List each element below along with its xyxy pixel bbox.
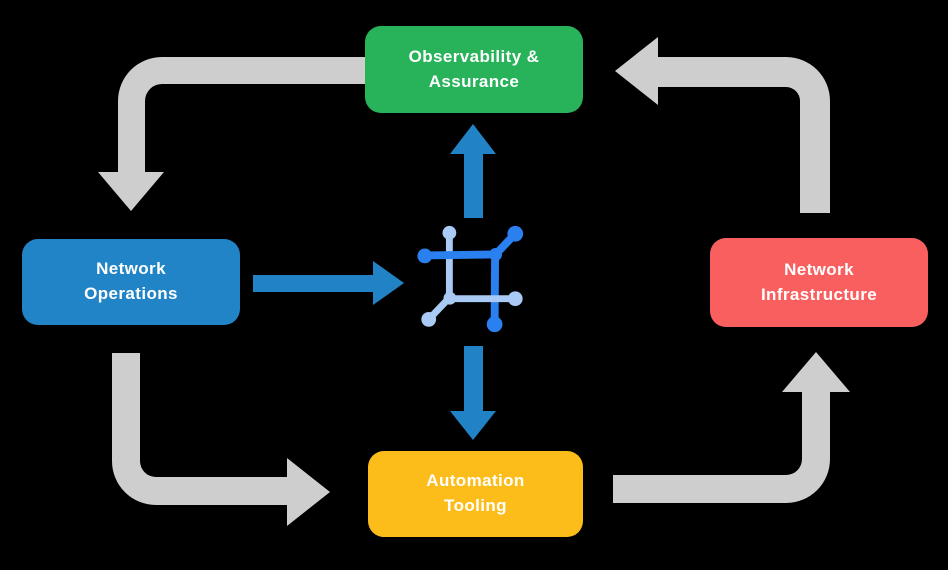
node-label-line: Tooling — [444, 496, 507, 515]
node-label-line: Infrastructure — [760, 284, 878, 304]
arrowhead-right-blue-icon — [373, 261, 404, 305]
node-label-line: Operations — [84, 284, 178, 303]
arrowhead-right-icon — [287, 458, 330, 526]
arrowhead-up-blue-icon — [450, 124, 496, 154]
arrowhead-up-icon — [782, 352, 850, 392]
arrow-operations-to-center — [253, 275, 373, 292]
node-automation-tooling: Automation Tooling — [368, 451, 583, 537]
node-observability-assurance: Observability & Assurance — [365, 26, 583, 113]
arrowhead-down-icon — [98, 172, 164, 211]
node-label-line: Automation — [426, 471, 525, 491]
arrow-center-to-automation — [464, 346, 483, 412]
arrow-infrastructure-to-observability — [657, 57, 830, 213]
node-network-operations: Network Operations — [22, 239, 240, 325]
arrow-center-to-observability — [464, 153, 483, 218]
node-label-line: Network — [96, 259, 166, 279]
node-label-line: Assurance — [428, 71, 520, 91]
node-network-infrastructure: Network Infrastructure — [710, 238, 928, 327]
arrow-operations-to-automation — [112, 353, 287, 505]
arrow-automation-to-infrastructure — [613, 388, 830, 503]
arrowhead-left-icon — [615, 37, 658, 105]
node-label-line: Network — [784, 259, 854, 279]
arrowhead-down-blue-icon — [450, 411, 496, 440]
node-label-line: Observability & — [408, 46, 540, 66]
network-mesh-icon — [417, 225, 524, 333]
arrow-observability-to-operations — [118, 57, 365, 172]
